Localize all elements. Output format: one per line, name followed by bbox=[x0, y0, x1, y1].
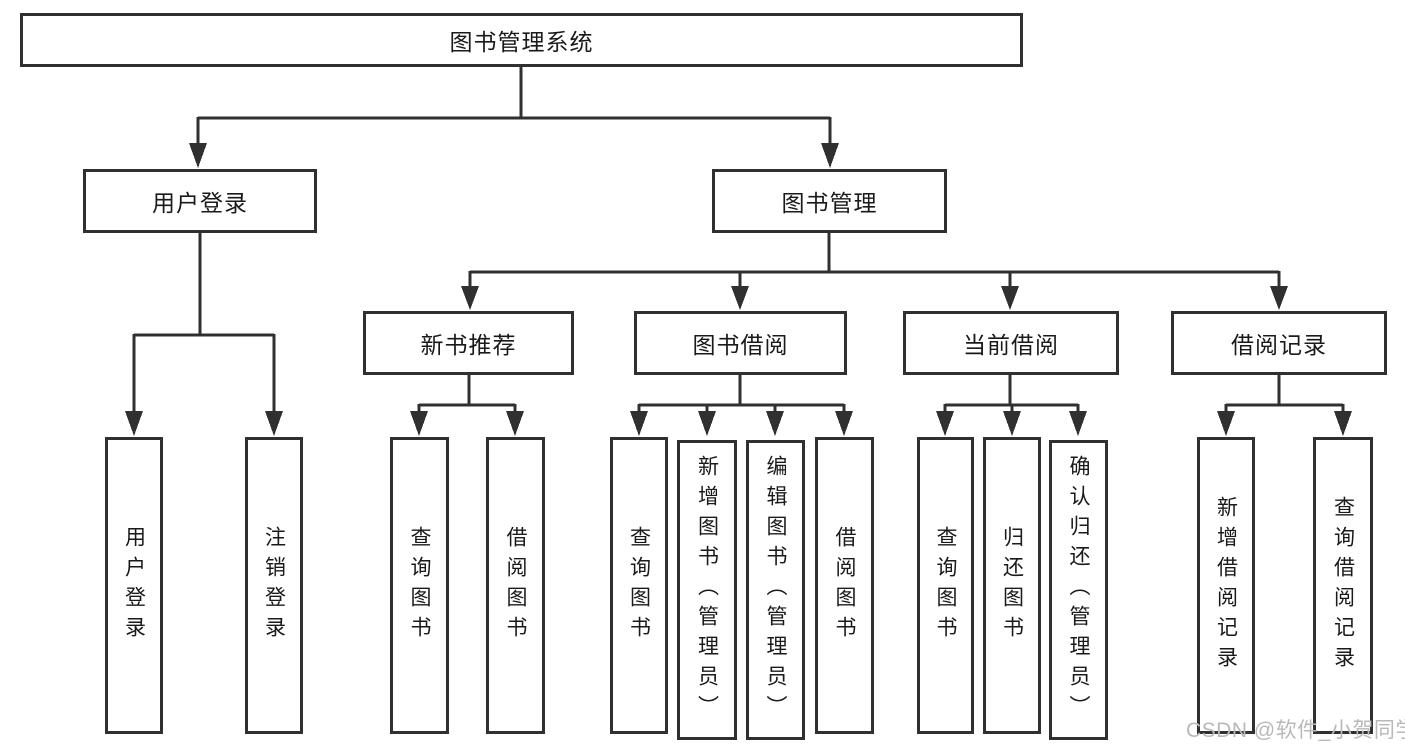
node-root: 图书管理系统 bbox=[20, 13, 1023, 67]
leaf-borrow-books-recommend: 借阅图书 bbox=[486, 437, 545, 734]
node-current-borrow: 当前借阅 bbox=[903, 311, 1119, 375]
node-borrow-records: 借阅记录 bbox=[1171, 311, 1387, 375]
node-user-login: 用户登录 bbox=[83, 169, 317, 233]
leaf-borrow-books-borrow: 借阅图书 bbox=[815, 437, 874, 734]
leaf-logout: 注销登录 bbox=[245, 437, 303, 734]
leaf-query-books-recommend: 查询图书 bbox=[390, 437, 449, 734]
leaf-add-book-admin: 新增图书（管理员） bbox=[677, 440, 737, 740]
leaf-add-borrow-record: 新增借阅记录 bbox=[1197, 437, 1255, 734]
leaf-query-books-borrow: 查询图书 bbox=[610, 437, 668, 734]
leaf-edit-book-admin: 编辑图书（管理员） bbox=[746, 440, 805, 740]
node-new-book-recommend: 新书推荐 bbox=[363, 311, 574, 375]
leaf-query-borrow-record: 查询借阅记录 bbox=[1313, 437, 1373, 734]
node-book-borrow: 图书借阅 bbox=[634, 311, 847, 375]
node-book-management: 图书管理 bbox=[712, 169, 947, 233]
leaf-return-book: 归还图书 bbox=[983, 437, 1041, 734]
leaf-confirm-return-admin: 确认归还（管理员） bbox=[1049, 440, 1108, 740]
leaf-query-books-current: 查询图书 bbox=[917, 437, 974, 734]
watermark: CSDN @软件_小贺同学 bbox=[1186, 719, 1405, 742]
leaf-user-login: 用户登录 bbox=[105, 437, 163, 734]
